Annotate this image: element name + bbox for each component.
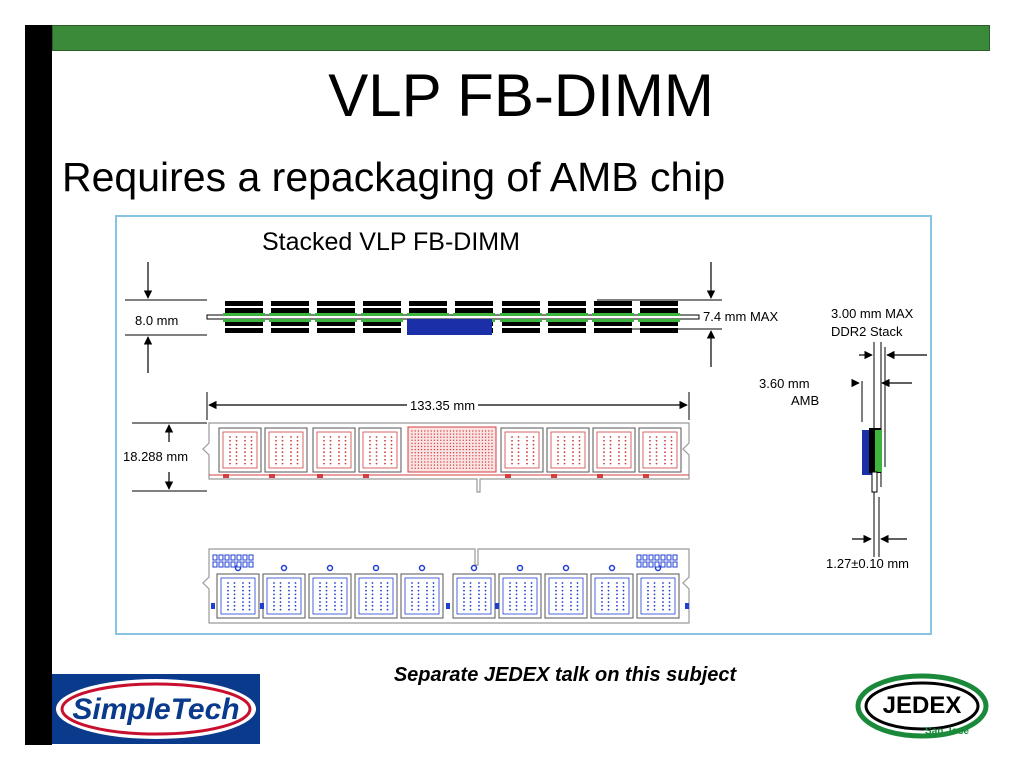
front-dram-chip	[218, 427, 262, 473]
slide-subtitle: Requires a repackaging of AMB chip	[62, 154, 726, 200]
front-dram-chip	[500, 427, 544, 473]
top-accent-bar	[52, 25, 990, 51]
ddr2-stack	[223, 301, 265, 333]
front-dram-chip	[638, 427, 682, 473]
front-dram-chip	[312, 427, 356, 473]
label-height-total: 8.0 mm	[133, 313, 181, 328]
back-dram-chip	[262, 573, 306, 619]
ddr2-stack-row	[223, 301, 680, 333]
amb-chip-profile	[407, 319, 492, 335]
ddr2-stack	[638, 301, 680, 333]
ddr2-stack	[592, 301, 634, 333]
front-dram-chip	[358, 427, 402, 473]
ddr2-stack	[546, 301, 588, 333]
ddr2-stack	[361, 301, 403, 333]
label-ddr2-line1: 3.00 mm MAX	[831, 306, 914, 321]
label-ddr2-line2: DDR2 Stack	[831, 324, 903, 339]
back-dram-chip	[354, 573, 398, 619]
ddr2-stack	[500, 301, 542, 333]
back-dram-chip	[498, 573, 542, 619]
slide-title: VLP FB-DIMM	[328, 62, 714, 129]
svg-text:SimpleTech: SimpleTech	[72, 693, 239, 726]
svg-text:JEDEX: JEDEX	[883, 692, 962, 719]
simpletech-logo: SimpleTech	[52, 674, 260, 744]
jedex-logo: JEDEX San Jose	[855, 670, 990, 740]
label-width: 133.35 mm	[407, 398, 479, 413]
dimm-drawing	[125, 262, 927, 624]
back-dram-chip	[544, 573, 588, 619]
front-dram-chip	[546, 427, 590, 473]
svg-text:San Jose: San Jose	[925, 726, 969, 737]
back-dram-chip	[636, 573, 680, 619]
ddr2-stack	[269, 301, 311, 333]
label-amb-line1: 3.60 mm	[759, 376, 810, 391]
side-profile	[125, 262, 722, 373]
back-dram-chip	[308, 573, 352, 619]
label-module-height: 18.288 mm	[121, 449, 191, 464]
back-dram-chip	[590, 573, 634, 619]
footer-note: Separate JEDEX talk on this subject	[393, 664, 737, 686]
back-dram-chip	[452, 573, 496, 619]
label-pcb-thickness: 1.27±0.10 mm	[826, 556, 910, 571]
label-height-max: 7.4 mm MAX	[701, 309, 781, 324]
front-dram-chip	[592, 427, 636, 473]
left-accent-bar	[25, 25, 52, 745]
back-dram-chip	[400, 573, 444, 619]
edge-profile	[851, 342, 927, 557]
dimm-diagram: Stacked VLP FB-DIMM 8.0 mm 7.4 mm MAX 3.…	[115, 215, 932, 635]
label-amb-line2: AMB	[791, 393, 820, 408]
figure-caption: Stacked VLP FB-DIMM	[262, 228, 520, 256]
front-dram-chip	[264, 427, 308, 473]
back-dram-chip	[216, 573, 260, 619]
front-view	[132, 392, 690, 493]
back-view	[202, 548, 690, 624]
ddr2-stack	[315, 301, 357, 333]
